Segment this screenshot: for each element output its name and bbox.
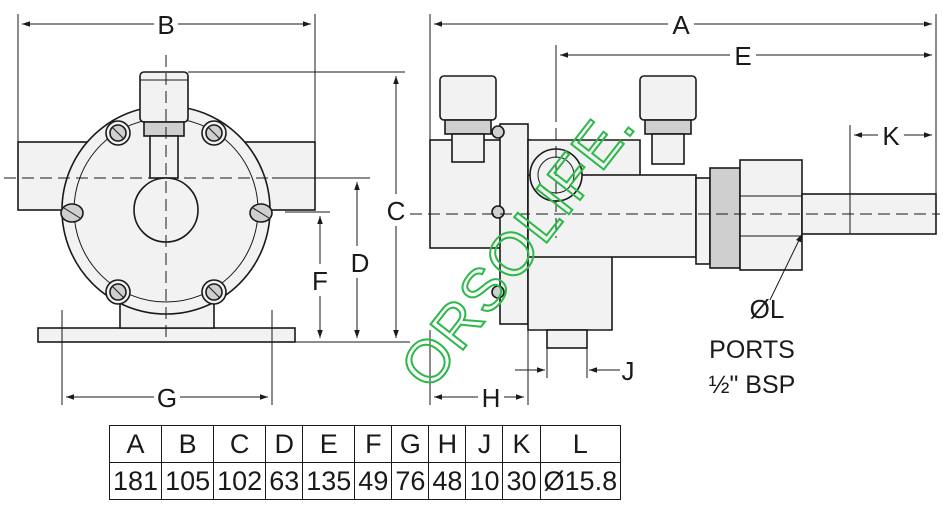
label-j: J <box>622 356 635 386</box>
table-value-row: 181 105 102 63 135 49 76 48 10 30 Ø15.8 <box>108 462 622 500</box>
table-header-cell: B <box>161 425 215 463</box>
fitting-stem <box>149 135 179 179</box>
table-value-cell: 181 <box>108 462 163 500</box>
screw-icon <box>60 203 84 223</box>
label-h: H <box>482 383 501 413</box>
dimension-table: A B C D E F G H J K L 181 105 102 63 135… <box>108 425 622 500</box>
label-a: A <box>672 10 690 40</box>
screw-icon <box>109 283 127 301</box>
table-header-cell: E <box>302 425 356 463</box>
label-k: K <box>882 121 900 151</box>
table-header-row: A B C D E F G H J K L <box>108 425 622 463</box>
drain-boss <box>546 329 588 349</box>
label-c: C <box>387 196 406 226</box>
screw-icon <box>109 124 127 142</box>
table-value-cell: 135 <box>302 462 356 500</box>
dimension-labels: B C D F G A E K H J ØL <box>154 10 904 413</box>
bolt-head <box>491 205 505 219</box>
fitting-nut <box>143 121 185 137</box>
label-l: ØL <box>750 294 785 324</box>
table-header-cell: D <box>265 425 304 463</box>
front-view <box>4 14 410 405</box>
table-value-cell: 105 <box>161 462 215 500</box>
screw-icon <box>249 203 273 223</box>
ports-title: PORTS <box>709 336 795 364</box>
bolt-head <box>491 125 505 139</box>
label-d: D <box>351 248 370 278</box>
fitting-stem <box>451 133 485 163</box>
table-header-cell: G <box>391 425 430 463</box>
label-g: G <box>157 383 177 413</box>
table-value-cell: 49 <box>354 462 393 500</box>
table-value-cell: 76 <box>391 462 430 500</box>
table-header-cell: A <box>108 425 163 463</box>
table-header-cell: F <box>354 425 393 463</box>
dim-leader-l <box>769 233 803 301</box>
screw-icon <box>205 124 223 142</box>
table-value-cell: 63 <box>265 462 304 500</box>
table-header-cell: K <box>502 425 541 463</box>
fitting-stem <box>651 133 685 165</box>
table-header-cell: C <box>213 425 267 463</box>
hex-nut <box>739 159 803 271</box>
right-fitting <box>639 75 697 121</box>
table-value-cell: 48 <box>428 462 467 500</box>
table-value-cell: 102 <box>213 462 267 500</box>
side-view <box>410 14 940 405</box>
label-b: B <box>157 10 174 40</box>
gland <box>695 177 711 265</box>
label-f: F <box>312 266 328 296</box>
table-header-cell: H <box>428 425 467 463</box>
ports-size: ½" BSP <box>709 371 796 399</box>
table-value-cell: 10 <box>465 462 504 500</box>
left-fitting <box>439 75 497 121</box>
ports-note: PORTS ½" BSP <box>709 336 796 399</box>
table-header-cell: J <box>465 425 504 463</box>
table-value-cell: Ø15.8 <box>539 462 622 500</box>
label-e: E <box>734 41 751 71</box>
table-value-cell: 30 <box>502 462 541 500</box>
fitting-nut <box>644 119 692 135</box>
table-header-cell: L <box>539 425 622 463</box>
fitting-nut <box>444 119 492 135</box>
gland-nut <box>709 167 741 269</box>
bolt-head <box>491 285 505 299</box>
screw-icon <box>205 283 223 301</box>
